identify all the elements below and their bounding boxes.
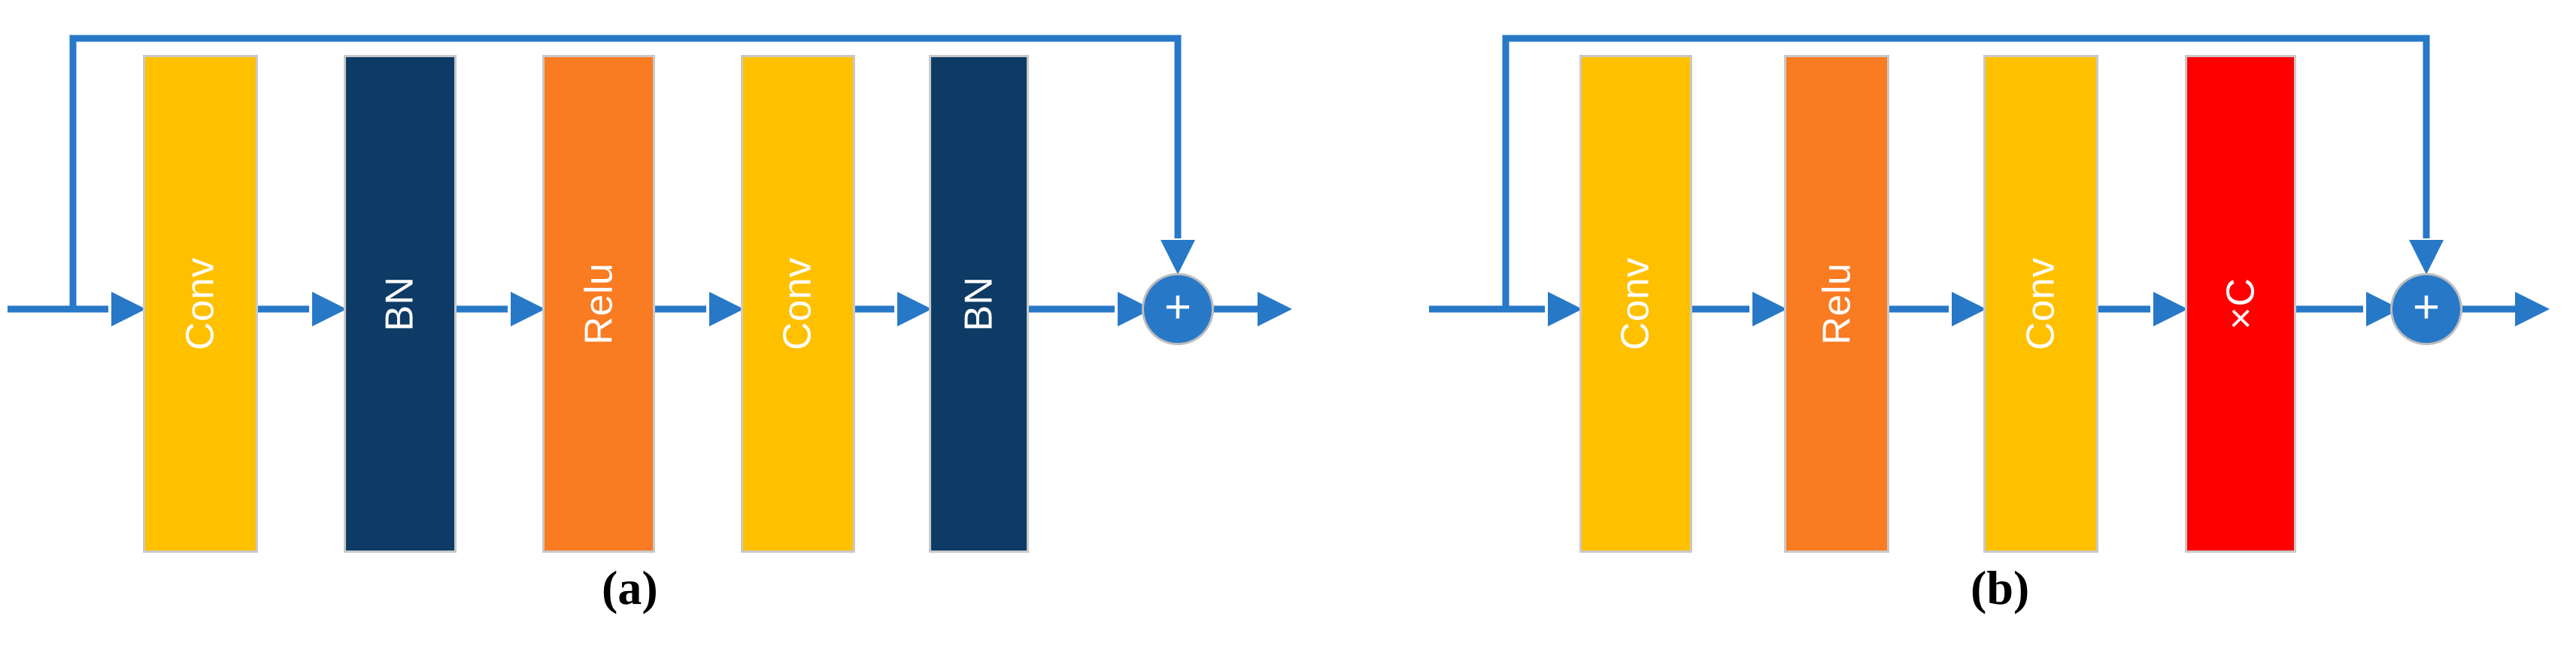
arrowhead-block-1 — [1752, 292, 1787, 326]
block-label: Conv — [178, 257, 223, 350]
input-arrowhead — [111, 292, 146, 326]
block-c-1-3: ×C — [2185, 55, 2296, 553]
block-bn-0-1: BN — [344, 55, 457, 553]
block-label: BN — [957, 276, 1001, 332]
arrowhead-block-4 — [897, 292, 932, 326]
panel-caption-a: (a) — [602, 561, 658, 614]
arrowhead-block-2 — [511, 292, 545, 326]
skip-arrowhead-a — [1161, 240, 1195, 274]
block-label: Conv — [1614, 257, 1658, 350]
block-label: ×C — [2218, 277, 2262, 330]
output-arrowhead — [1258, 292, 1292, 326]
arrowhead-block-2 — [1952, 292, 1986, 326]
block-conv-1-0: Conv — [1579, 55, 1692, 553]
output-arrowhead — [2515, 292, 2550, 326]
block-conv-1-2: Conv — [1983, 55, 2098, 553]
block-relu-0-2: Relu — [542, 55, 655, 553]
sum-node-a: + — [1142, 273, 1214, 345]
block-label: BN — [378, 276, 422, 332]
block-bn-0-4: BN — [929, 55, 1029, 553]
skip-arrowhead-b — [2409, 240, 2444, 274]
block-label: Conv — [776, 257, 820, 350]
block-conv-0-0: Conv — [143, 55, 258, 553]
block-label: Relu — [576, 262, 620, 345]
plus-icon: + — [2412, 281, 2441, 333]
block-relu-1-1: Relu — [1784, 55, 1889, 553]
block-conv-0-3: Conv — [741, 55, 855, 553]
panel-caption-b: (b) — [1971, 561, 2030, 614]
input-arrowhead — [1548, 292, 1582, 326]
sum-node-b: + — [2390, 273, 2462, 345]
block-label: Relu — [1814, 262, 1858, 345]
arrowhead-block-3 — [2153, 292, 2188, 326]
block-label: Conv — [2019, 257, 2063, 350]
plus-icon: + — [1164, 281, 1192, 333]
arrowhead-block-3 — [709, 292, 744, 326]
arrowhead-block-1 — [312, 292, 347, 326]
